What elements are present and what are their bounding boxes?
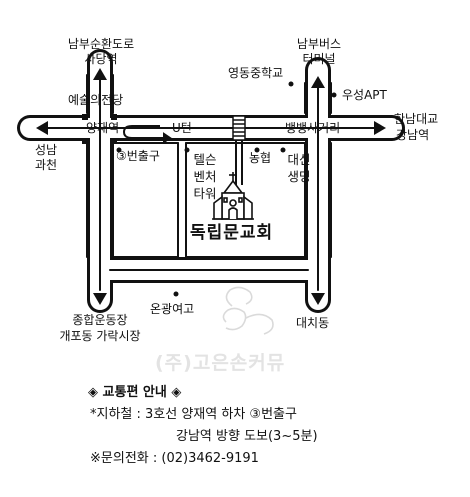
label-telson-venture-tower: 텔슨벤처타워 xyxy=(193,152,217,201)
station-markers xyxy=(82,114,117,144)
poi-dots xyxy=(116,81,337,297)
church-icon xyxy=(212,172,254,220)
label-yeongdong-ms: 영동중학교 xyxy=(228,66,284,80)
label-bus-terminal: 터미널 xyxy=(302,52,336,66)
label-nambu-bus: 남부버스 xyxy=(296,37,342,51)
label-dongnimmun-church: 독립문교회 xyxy=(190,223,274,243)
label-sports-complex: 종합운동장 xyxy=(72,313,128,327)
label-yangjae-station: 양재역 xyxy=(86,121,120,135)
label-uturn: U턴 xyxy=(172,121,192,135)
label-daesin-life: 대신생명 xyxy=(287,152,311,184)
watermark-text: (주)고은손커뮤 xyxy=(155,352,286,374)
label-bangbang-intersection: 뱅뱅사거리 xyxy=(285,121,341,135)
watermark-logo xyxy=(222,286,274,335)
arrow-icon xyxy=(36,68,386,305)
label-gangnam-station: 강남역 xyxy=(396,128,430,142)
label-exit-3: ③번출구 xyxy=(116,149,160,163)
contact-phone: ※문의전화 : (02)3462-9191 xyxy=(90,451,259,466)
label-seongnam: 성남 xyxy=(35,143,58,157)
subway-info-walk: 강남역 방향 도보(3~5분) xyxy=(176,429,318,444)
label-art-center: 예술의전당 xyxy=(68,93,124,107)
subway-info: *지하철 : 3호선 양재역 하차 ③번출구 xyxy=(90,407,297,422)
road-network xyxy=(17,49,405,313)
label-gaepo-garak: 개포동 가락시장 xyxy=(59,329,141,343)
uturn-arrow-icon xyxy=(122,125,172,144)
transport-info-title: ◈ 교통편 안내 ◈ xyxy=(88,385,182,400)
label-daechi-dong: 대치동 xyxy=(296,316,330,330)
label-nambu-sunhwan: 남부순환도로 xyxy=(67,37,135,51)
label-ongwang-girls-hs: 온광여고 xyxy=(150,302,195,316)
label-hannam-bridge: 한남대교 xyxy=(394,112,439,126)
label-gwacheon: 과천 xyxy=(35,158,58,172)
crosswalk xyxy=(232,115,246,141)
route-to-church xyxy=(235,140,243,185)
label-wooseong-apt: 우성APT xyxy=(342,88,387,102)
label-sadang-station: 사당역 xyxy=(84,52,118,66)
label-nonghyup: 농협 xyxy=(249,151,272,165)
